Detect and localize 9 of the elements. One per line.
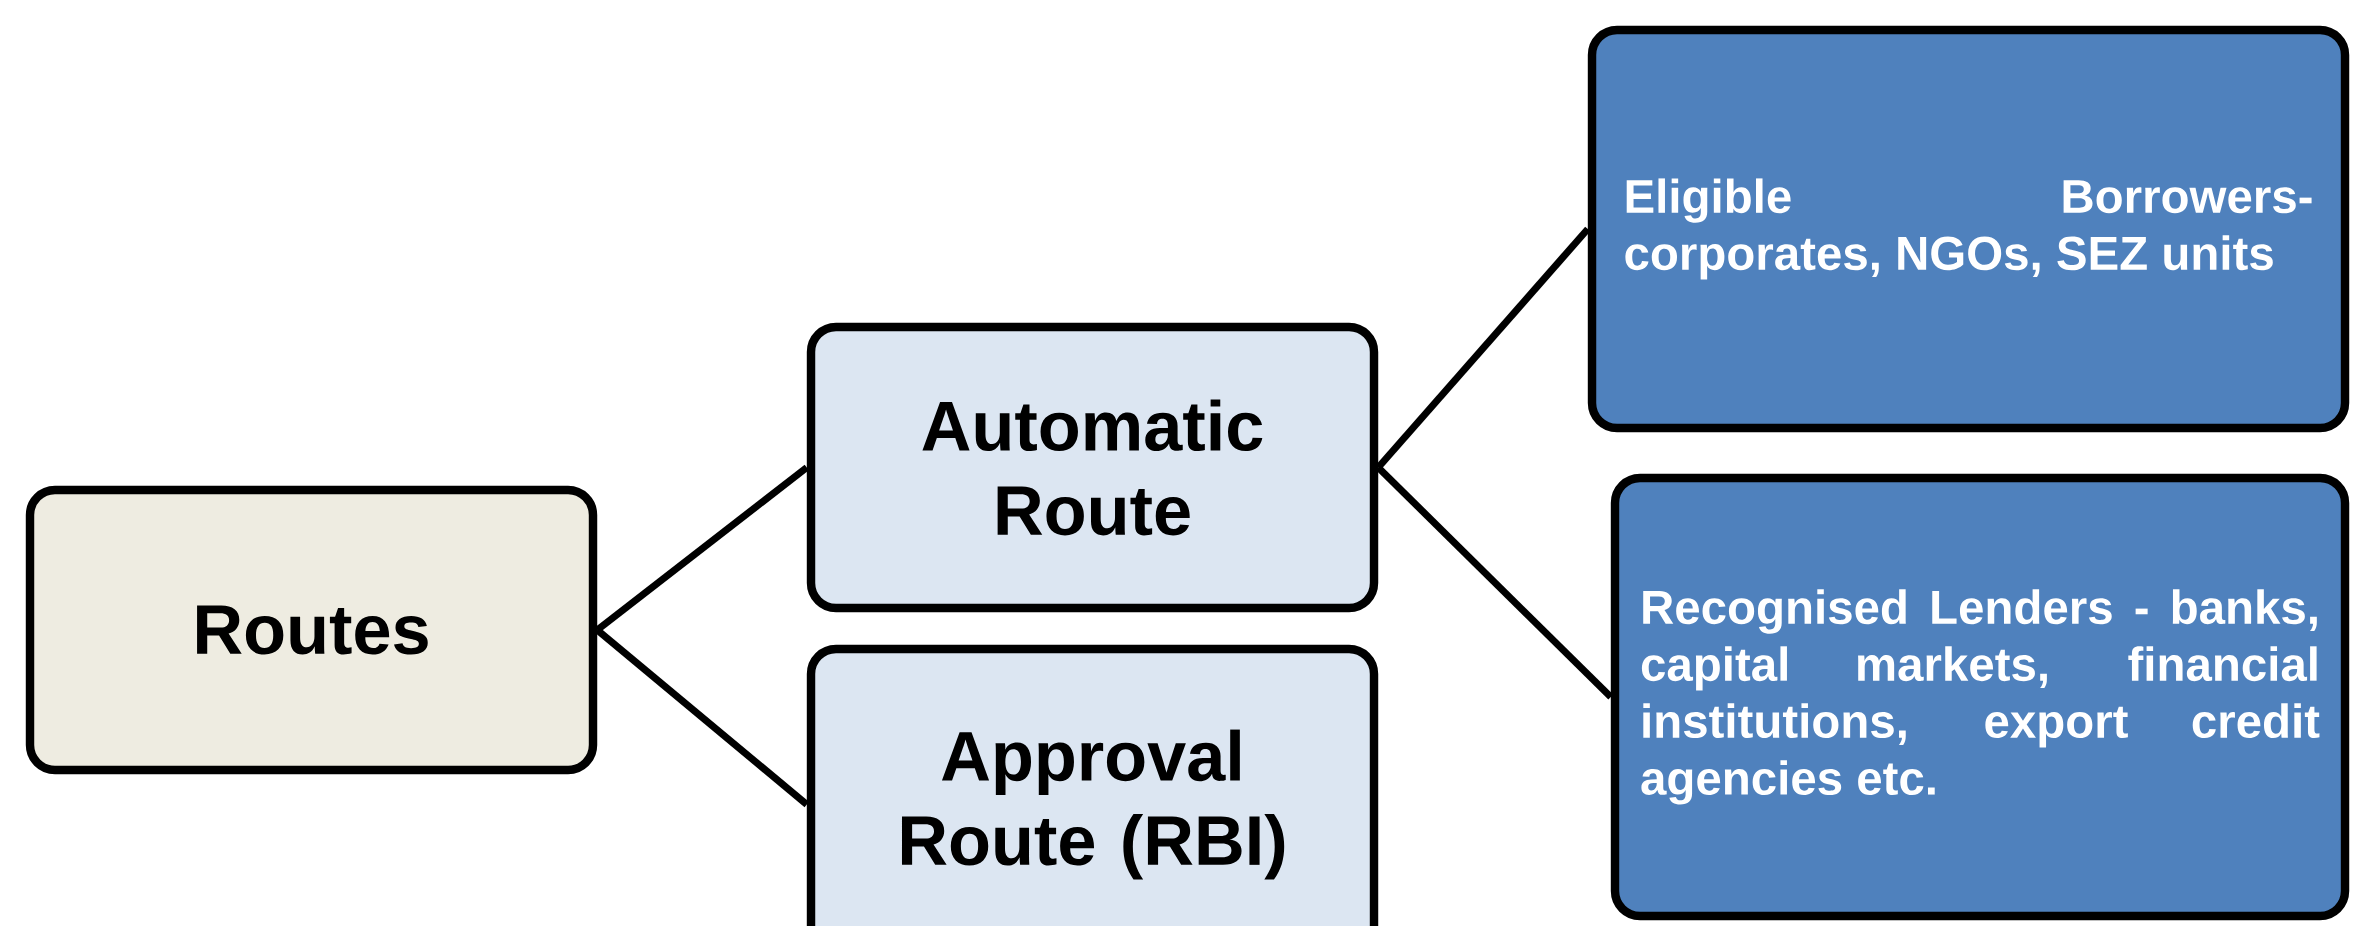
- info-box: Recognised Lenders - banks, capital markets, financial institutions, export credit agencies etc.: [1610, 473, 2350, 921]
- connector-line: [595, 464, 809, 633]
- connector-line: [1375, 465, 1614, 700]
- route-box: Approval Route (RBI): [806, 644, 1379, 926]
- connector-line: [594, 627, 810, 808]
- connector-line: [1375, 226, 1591, 470]
- route-box: Automatic Route: [806, 322, 1379, 613]
- info-box: Eligible Borrowers- corporates, NGOs, SEZ units: [1587, 25, 2350, 433]
- routes-box: Routes: [25, 485, 598, 775]
